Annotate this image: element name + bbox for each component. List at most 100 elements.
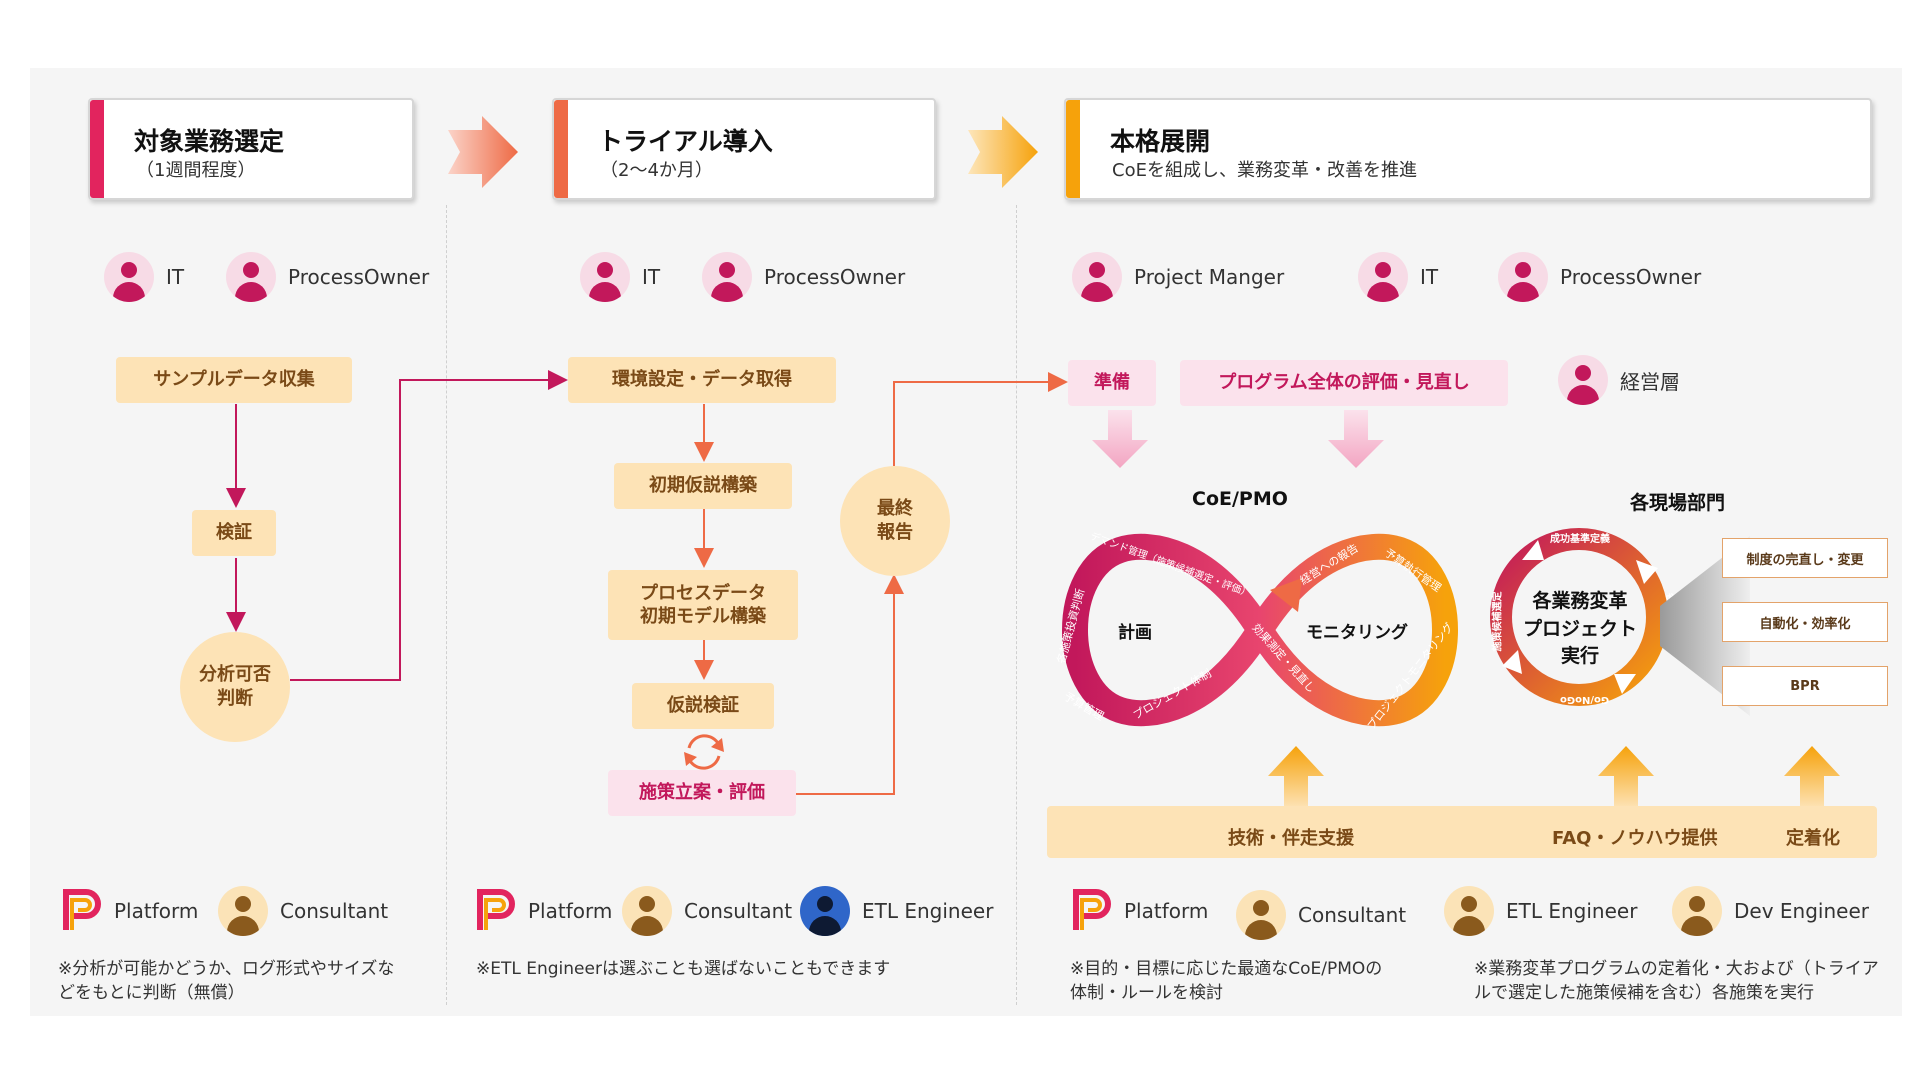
step-program-review: プログラム全体の評価・見直し: [1180, 360, 1508, 406]
role-management: 経営層: [1558, 355, 1680, 405]
role-label: IT: [166, 265, 185, 289]
phase-subtitle: （1週間程度）: [136, 160, 256, 181]
phase-accent-bar: [90, 100, 104, 198]
role-it: IT: [1358, 252, 1438, 302]
person-icon: [702, 252, 752, 302]
flow-arrow: [893, 372, 1068, 466]
final-line-1: 最終: [877, 497, 913, 519]
platform-label: Platform: [528, 899, 613, 923]
cycle-line-3: 実行: [1560, 645, 1599, 668]
platform-logo-icon: [477, 889, 515, 930]
phase-subtitle: CoEを組成し、業務変革・改善を推進: [1112, 160, 1417, 181]
phase-subtitle: （2～4か月）: [600, 160, 713, 181]
cycle-text: 成功基準定義: [1550, 534, 1610, 545]
step-preparation: 準備: [1068, 360, 1156, 406]
person-icon: [1498, 252, 1548, 302]
step-initial-hypothesis: 初期仮説構築: [614, 463, 792, 509]
coe-pmo-heading: CoE/PMO: [1192, 488, 1288, 510]
role-it: IT: [104, 252, 184, 302]
role-label: IT: [1420, 265, 1439, 289]
cycle-center-text: 各業務変革 プロジェクト 実行: [1522, 588, 1638, 671]
note-phase1: ※分析が可能かどうか、ログ形式やサイズな どをもとに判断（無償）: [58, 958, 394, 1006]
judgement-line-1: 分析可否: [199, 663, 271, 685]
phase-header-trial: トライアル導入 （2～4か月）: [552, 98, 936, 200]
final-line-2: 報告: [877, 522, 913, 543]
step-verification: 検証: [192, 510, 276, 556]
final-report-circle: 最終報告: [840, 466, 950, 576]
step-line-2: 初期モデル構築: [640, 606, 766, 627]
platform-badge: Platform: [58, 886, 198, 936]
role-dev-engineer: Dev Engineer: [1672, 886, 1869, 936]
role-etl-engineer: ETL Engineer: [1444, 886, 1637, 936]
cycle-line-1: 各業務変革: [1532, 590, 1628, 612]
note-line: ※分析が可能かどうか、ログ形式やサイズな: [58, 959, 395, 979]
flow-arrow: [290, 370, 568, 681]
role-label: IT: [642, 265, 661, 289]
role-etl-engineer: ETL Engineer: [800, 886, 993, 936]
phase-title: トライアル導入: [598, 127, 773, 156]
platform-label: Platform: [1124, 899, 1209, 923]
phase-arrow-1: [448, 116, 518, 188]
support-label: 技術・伴走支援: [1228, 828, 1354, 849]
platform-badge: Platform: [1068, 886, 1208, 936]
loop-label-plan: 計画: [1118, 623, 1152, 643]
support-label: 定着化: [1786, 828, 1840, 849]
refresh-icon: [684, 734, 724, 770]
cycle-line-2: プロジェクト: [1522, 617, 1637, 640]
note-line: 体制・ルールを検討: [1070, 982, 1223, 1003]
role-label: Consultant: [684, 899, 793, 923]
role-label: Consultant: [280, 899, 389, 923]
support-bar: [1047, 806, 1877, 858]
phase-header-rollout: 本格展開 CoEを組成し、業務変革・改善を推進: [1064, 98, 1872, 200]
step-measure-planning: 施策立案・評価: [608, 770, 796, 816]
role-label: Consultant: [1298, 903, 1407, 927]
role-process-owner: ProcessOwner: [702, 252, 905, 302]
up-arrow: [1268, 746, 1324, 808]
flow-arrow: [796, 574, 904, 795]
role-consultant: Consultant: [622, 886, 792, 936]
field-departments-heading: 各現場部門: [1630, 492, 1726, 514]
up-arrow: [1598, 746, 1654, 808]
role-project-manager: Project Manger: [1072, 252, 1284, 302]
role-label: Dev Engineer: [1734, 899, 1869, 923]
cycle-text: Go/NoGo: [1560, 694, 1610, 705]
role-it: IT: [580, 252, 660, 302]
person-icon: [800, 886, 850, 936]
step-process-data-model: プロセスデータ初期モデル構築: [608, 570, 798, 640]
role-label: ETL Engineer: [862, 899, 994, 923]
judgement-circle: 分析可否判断: [180, 632, 290, 742]
person-icon: [580, 252, 630, 302]
platform-badge: Platform: [472, 886, 612, 936]
phase-title: 対象業務選定: [134, 127, 285, 156]
role-label: ETL Engineer: [1506, 899, 1638, 923]
role-label: 経営層: [1620, 369, 1680, 394]
person-icon: [622, 886, 672, 936]
up-arrow: [1784, 746, 1840, 808]
note-line: ルで選定した施策候補を含む）各施策を実行: [1474, 982, 1814, 1003]
person-icon: [1444, 886, 1494, 936]
person-icon: [226, 252, 276, 302]
role-label: Project Manger: [1134, 265, 1285, 289]
role-consultant: Consultant: [218, 886, 388, 936]
support-label: FAQ・ノウハウ提供: [1552, 828, 1718, 849]
down-arrow-review: [1328, 410, 1384, 468]
person-icon: [1072, 252, 1122, 302]
project-cycle-ring: [1490, 528, 1668, 706]
note-line: ※業務変革プログラムの定着化・大および（トライア: [1474, 959, 1879, 979]
phase-accent-bar: [554, 100, 568, 198]
person-icon: [218, 886, 268, 936]
down-arrow-prep: [1092, 410, 1148, 468]
step-hypothesis-test: 仮説検証: [632, 683, 774, 729]
note-phase2: ※ETL Engineerは選ぶことも選ばないこともできます: [476, 959, 891, 979]
platform-logo-icon: [63, 889, 101, 930]
note-line: ※目的・目標に応じた最適なCoE/PMOの: [1070, 959, 1383, 979]
role-label: ProcessOwner: [288, 265, 430, 289]
infinity-loop: [1062, 533, 1458, 727]
role-process-owner: ProcessOwner: [226, 252, 429, 302]
loop-label-monitoring: モニタリング: [1306, 623, 1408, 643]
judgement-line-2: 判断: [217, 688, 253, 709]
platform-logo-icon: [1073, 889, 1111, 930]
column-divider: [1016, 205, 1017, 1005]
note-line: どをもとに判断（無償）: [58, 982, 245, 1003]
